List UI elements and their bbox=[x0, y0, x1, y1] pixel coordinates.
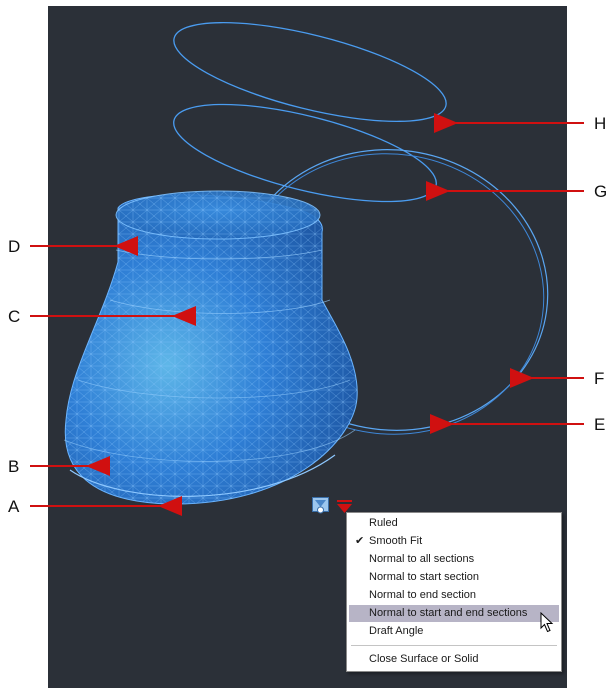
menu-item-label: Normal to start section bbox=[369, 571, 480, 583]
menu-item-label: Smooth Fit bbox=[369, 535, 423, 547]
menu-item-label: Close Surface or Solid bbox=[369, 653, 479, 665]
mouse-pointer-icon bbox=[540, 612, 554, 633]
checkmark-icon: ✔ bbox=[355, 535, 365, 547]
menu-item-label: Normal to end section bbox=[369, 589, 476, 601]
menu-item-ruled[interactable]: Ruled bbox=[349, 515, 559, 532]
dropdown-arrow-icon[interactable] bbox=[336, 499, 353, 514]
loft-options-menu: Ruled ✔ Smooth Fit Normal to all section… bbox=[346, 512, 562, 672]
callout-label-g: G bbox=[594, 182, 607, 201]
callout-label-d: D bbox=[8, 237, 20, 256]
menu-item-normal-all[interactable]: Normal to all sections bbox=[349, 551, 559, 568]
callout-label-e: E bbox=[594, 415, 605, 434]
menu-item-label: Normal to start and end sections bbox=[369, 607, 528, 619]
callout-label-f: F bbox=[594, 369, 604, 388]
callout-label-b: B bbox=[8, 457, 19, 476]
menu-separator bbox=[351, 645, 557, 646]
callout-label-c: C bbox=[8, 307, 20, 326]
loft-grip-icon[interactable] bbox=[312, 497, 329, 515]
menu-item-label: Normal to all sections bbox=[369, 553, 475, 565]
menu-item-close-surface[interactable]: Close Surface or Solid bbox=[349, 651, 559, 668]
callout-label-a: A bbox=[8, 497, 20, 516]
menu-item-normal-end[interactable]: Normal to end section bbox=[349, 587, 559, 604]
lofted-solid[interactable] bbox=[63, 190, 358, 505]
menu-item-draft-angle[interactable]: Draft Angle bbox=[349, 623, 559, 640]
menu-item-normal-start[interactable]: Normal to start section bbox=[349, 569, 559, 586]
menu-item-label: Draft Angle bbox=[369, 625, 424, 637]
menu-item-label: Ruled bbox=[369, 517, 398, 529]
menu-item-smooth-fit[interactable]: ✔ Smooth Fit bbox=[349, 533, 559, 550]
callout-arrows bbox=[30, 113, 584, 516]
profile-h[interactable] bbox=[165, 2, 455, 142]
callout-label-h: H bbox=[594, 114, 606, 133]
menu-item-normal-start-end[interactable]: Normal to start and end sections bbox=[349, 605, 559, 622]
